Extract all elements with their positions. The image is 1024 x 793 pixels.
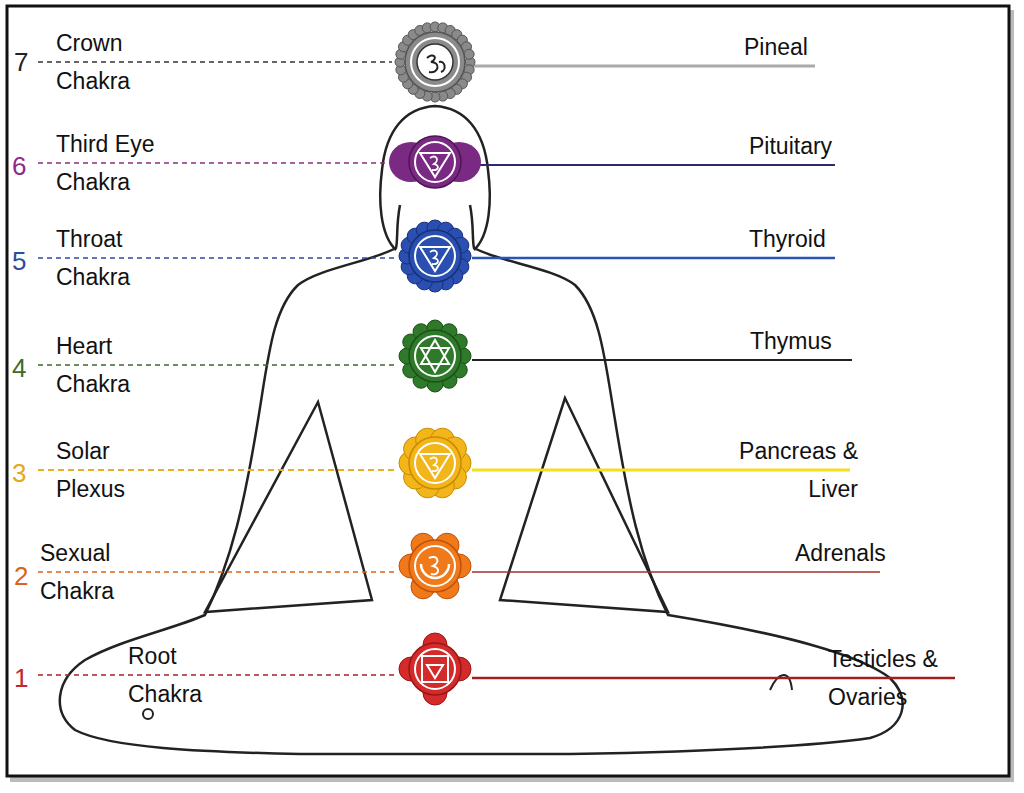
leader-solid xyxy=(472,164,835,166)
chakra-disc xyxy=(409,136,461,188)
gland-name: Thyroid xyxy=(749,226,826,252)
chakra-name: Crown Chakra xyxy=(56,24,166,100)
right-arm-gap xyxy=(500,398,668,612)
leader-dashed xyxy=(38,61,392,63)
frame-border xyxy=(7,6,1009,776)
callout-number: 5 xyxy=(12,246,26,276)
leader-solid xyxy=(472,677,955,680)
chakra-inner-ring xyxy=(415,546,455,586)
chakra-glyph xyxy=(430,157,438,170)
callout-number: 2 xyxy=(14,561,28,591)
chakra-name: Third Eye Chakra xyxy=(56,125,196,201)
chakra-glyph xyxy=(430,458,438,471)
chakra-inner-ring xyxy=(415,443,455,483)
leader-dashed xyxy=(38,257,395,259)
leader-dashed xyxy=(38,162,395,164)
chakra-name: Solar Plexus xyxy=(56,432,166,508)
leader-solid xyxy=(472,257,835,260)
chakra-center xyxy=(417,44,453,80)
chakra-name: Throat Chakra xyxy=(56,220,166,296)
leader-solid xyxy=(472,571,880,573)
chakra-disc xyxy=(405,32,465,92)
gland-name: Thymus xyxy=(750,328,832,354)
chakra-triangle xyxy=(427,665,443,678)
chakra-triangle xyxy=(420,454,450,478)
callout-number: 3 xyxy=(12,458,26,488)
leader-dashed xyxy=(38,469,395,471)
leader-solid xyxy=(470,65,815,68)
chakra-glyph xyxy=(430,251,438,264)
chakra-name: Heart Chakra xyxy=(56,327,166,403)
chakra-inner-ring xyxy=(411,38,459,86)
callout-number: 1 xyxy=(14,663,28,693)
chakra-name: Root Chakra xyxy=(128,637,228,713)
leader-dashed xyxy=(38,364,395,366)
chakra-hexagram xyxy=(421,340,449,372)
chakra-disc xyxy=(409,330,461,382)
chakra-disc xyxy=(409,643,461,695)
head-outline xyxy=(380,106,490,250)
gland-name: Testicles & Ovaries xyxy=(828,640,993,716)
leader-dashed xyxy=(38,674,395,676)
chakra-disc xyxy=(409,540,461,592)
chakra-disc xyxy=(409,230,461,282)
gland-name: Pineal xyxy=(744,34,808,60)
chakra-inner-ring xyxy=(415,236,455,276)
leader-dashed xyxy=(38,571,395,573)
callout-number: 7 xyxy=(14,47,28,77)
chakra-square xyxy=(422,656,448,682)
leader-solid xyxy=(472,359,852,361)
chakra-inner-ring xyxy=(415,649,455,689)
chakra-inner-ring xyxy=(415,336,455,376)
chakra-glyph xyxy=(427,55,445,72)
gland-name: Pituitary xyxy=(749,133,832,159)
chakra-glyph xyxy=(429,557,438,574)
chakra-disc xyxy=(409,437,461,489)
chakra-symbols xyxy=(389,22,481,705)
chakra-triangle xyxy=(420,247,450,271)
gland-name: Adrenals xyxy=(795,540,886,566)
chakra-inner-ring xyxy=(415,142,455,182)
callout-number: 4 xyxy=(12,353,26,383)
body-outline xyxy=(60,205,903,754)
chakra-name: Sexual Chakra xyxy=(40,534,140,610)
chakra-triangle xyxy=(420,153,450,177)
left-arm-gap xyxy=(205,402,372,612)
leader-solid xyxy=(472,469,850,472)
callout-number: 6 xyxy=(12,151,26,181)
chakra-petal xyxy=(464,49,474,59)
gland-name: Pancreas & Liver xyxy=(683,432,858,508)
left-hand xyxy=(143,709,153,719)
